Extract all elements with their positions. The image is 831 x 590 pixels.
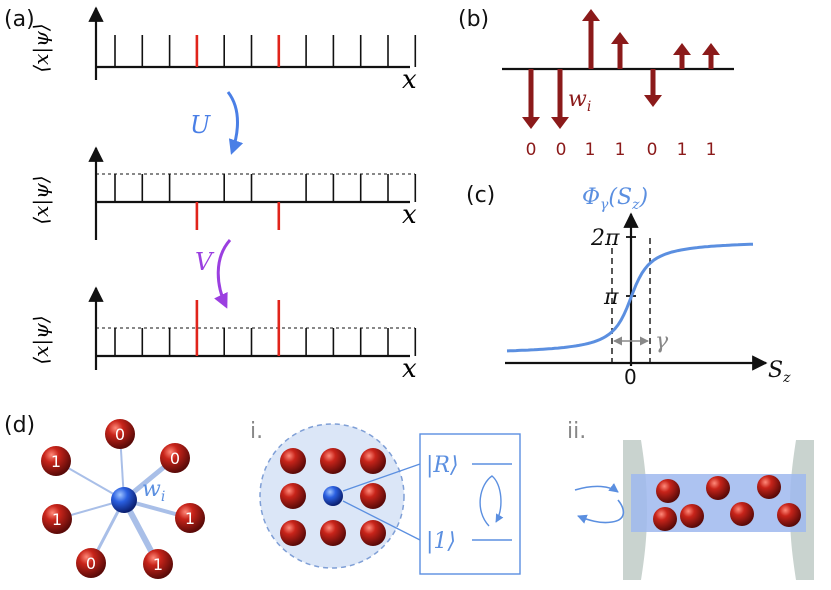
a1-ylabel: ⟨x|ψ⟩: [29, 23, 54, 72]
b-arrow-head: [644, 95, 662, 107]
panel-b-label: (b): [458, 7, 489, 32]
panel-a-row2: ⟨x|ψ⟩ x: [29, 146, 417, 240]
panel-c-label: (c): [466, 183, 495, 208]
b-weight-label: wi: [568, 87, 591, 115]
i-ket-r: |R⟩: [426, 453, 459, 478]
c-x-label: Sz: [768, 358, 791, 386]
a3-ylabel: ⟨x|ψ⟩: [29, 315, 54, 364]
i-atom-array: [280, 448, 386, 546]
a2-ticks: [114, 174, 417, 230]
panel-a-row1: ⟨x|ψ⟩ x: [29, 6, 417, 95]
u-operation-arrow: [226, 91, 244, 155]
ii-atom-ensemble: [653, 475, 801, 531]
panel-a-row3: ⟨x|ψ⟩ x: [29, 286, 417, 384]
i-transition-loop-arrow: [479, 475, 504, 527]
d-atom-bit: 0: [86, 554, 96, 573]
panel-ii: ii.: [567, 419, 814, 580]
b-arrow-head: [551, 117, 569, 129]
ii-red-atom: [777, 503, 801, 527]
i-level-diagram-box: [419, 433, 521, 575]
i-red-atom: [360, 448, 386, 474]
d-red-atom: [175, 503, 205, 533]
d-red-atom: [160, 443, 190, 473]
d-red-atom: [42, 504, 72, 534]
i-red-atom: [320, 520, 346, 546]
ii-reflected-light-arrow: [577, 499, 625, 524]
b-bit-label: 1: [585, 140, 596, 160]
d-atom-bit: 1: [185, 509, 195, 528]
c-tick-label-pi: π: [603, 285, 619, 310]
b-arrow-head: [673, 43, 691, 55]
b-bit-label: 1: [615, 140, 626, 160]
b-arrow-head: [702, 43, 720, 55]
ii-red-atom: [653, 507, 677, 531]
panel-i-label: i.: [250, 419, 263, 444]
d-atom-bit: 0: [115, 425, 125, 444]
ii-red-atom: [680, 504, 704, 528]
b-arrow-head: [522, 117, 540, 129]
d-atom-bit: 0: [170, 449, 180, 468]
i-red-atom: [320, 448, 346, 474]
panel-a-label: (a): [4, 7, 35, 32]
c-tick-label-2pi: 2π: [590, 226, 620, 251]
c-tick-label-zero: 0: [624, 365, 637, 389]
d-red-atom: [143, 549, 173, 579]
b-arrow-head: [611, 32, 629, 44]
panel-ii-label: ii.: [567, 419, 586, 444]
d-atom-bit: 1: [52, 510, 62, 529]
panel-d: (d) 0 0 1 1 1 0 1 wi: [4, 413, 205, 579]
v-operation-arrow: [214, 239, 232, 309]
i-red-atom: [280, 483, 306, 509]
i-ket-1: |1⟩: [426, 529, 456, 554]
d-atom-bit: 1: [51, 452, 61, 471]
i-red-atom: [280, 520, 306, 546]
d-red-atom: [76, 548, 106, 578]
c-gamma-label: γ: [655, 329, 669, 354]
d-atoms: 0 0 1 1 1 0 1: [41, 419, 205, 579]
a3-ticks: [114, 300, 417, 356]
b-arrow-head: [582, 9, 600, 21]
d-atom-bit: 1: [153, 555, 163, 574]
ii-red-atom: [757, 475, 781, 499]
panel-c: (c) 2π π 0 γ Φγ(Sz) Sz: [466, 183, 791, 389]
b-bit-label: 0: [556, 140, 567, 160]
ii-red-atom: [656, 479, 680, 503]
c-phi-label: Φγ(Sz): [582, 185, 648, 213]
b-bit-label: 1: [677, 140, 688, 160]
a1-xlabel: x: [402, 65, 417, 95]
b-bit-label: 1: [706, 140, 717, 160]
b-bit-label: 0: [647, 140, 658, 160]
ii-red-atom: [706, 476, 730, 500]
d-red-atom: [105, 419, 135, 449]
d-red-atom: [41, 446, 71, 476]
a2-ylabel: ⟨x|ψ⟩: [29, 175, 54, 224]
panel-d-label: (d): [4, 413, 35, 438]
i-central-blue-atom: [323, 486, 343, 506]
i-connector-upper: [342, 463, 421, 492]
i-red-atom: [280, 448, 306, 474]
b-weight-arrows: [522, 9, 720, 129]
ii-red-atom: [730, 502, 754, 526]
panel-i: i. |R⟩ |1⟩: [250, 419, 521, 575]
d-central-blue-atom: [111, 487, 137, 513]
u-operator-label: U: [190, 111, 211, 139]
i-red-atom: [360, 520, 386, 546]
panel-a: (a) ⟨x|ψ⟩ x U ⟨x|ψ⟩ x V: [4, 6, 417, 384]
a2-xlabel: x: [402, 200, 417, 230]
a3-xlabel: x: [402, 354, 417, 384]
c-phase-curve: [506, 242, 754, 353]
ii-input-light-arrow: [574, 482, 619, 493]
i-red-atom: [360, 483, 386, 509]
a1-ticks: [114, 35, 417, 67]
b-bit-label: 0: [526, 140, 537, 160]
d-weight-label: wi: [142, 477, 165, 505]
i-connector-lower: [342, 500, 421, 541]
v-operator-label: V: [195, 248, 215, 276]
